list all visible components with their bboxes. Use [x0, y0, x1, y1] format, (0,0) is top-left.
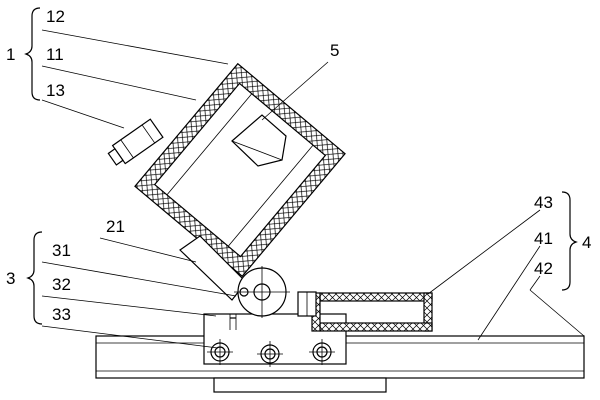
label-32: 32 — [52, 275, 71, 294]
brace-3 — [26, 231, 43, 325]
drum-assembly — [134, 62, 346, 278]
label-12: 12 — [46, 7, 65, 26]
pivot-wheel — [234, 266, 290, 318]
label-4: 4 — [582, 233, 591, 252]
roller-right — [309, 339, 335, 365]
label-42: 42 — [534, 259, 553, 278]
label-5: 5 — [330, 41, 339, 60]
cone-part — [231, 114, 287, 167]
label-31: 31 — [52, 241, 71, 260]
label-3: 3 — [6, 269, 15, 288]
brace-1 — [24, 7, 41, 101]
brace-4 — [561, 191, 578, 291]
label-13: 13 — [46, 81, 65, 100]
label-43: 43 — [534, 193, 553, 212]
roller-middle — [257, 341, 283, 367]
label-33: 33 — [52, 305, 71, 324]
tray — [311, 292, 433, 332]
base-foot — [213, 377, 387, 393]
label-41: 41 — [534, 229, 553, 248]
bracket-post — [297, 291, 317, 317]
label-21: 21 — [106, 217, 125, 236]
motor — [107, 118, 164, 166]
leader-lines — [41, 29, 585, 349]
label-11: 11 — [46, 45, 64, 64]
label-1: 1 — [6, 45, 15, 64]
